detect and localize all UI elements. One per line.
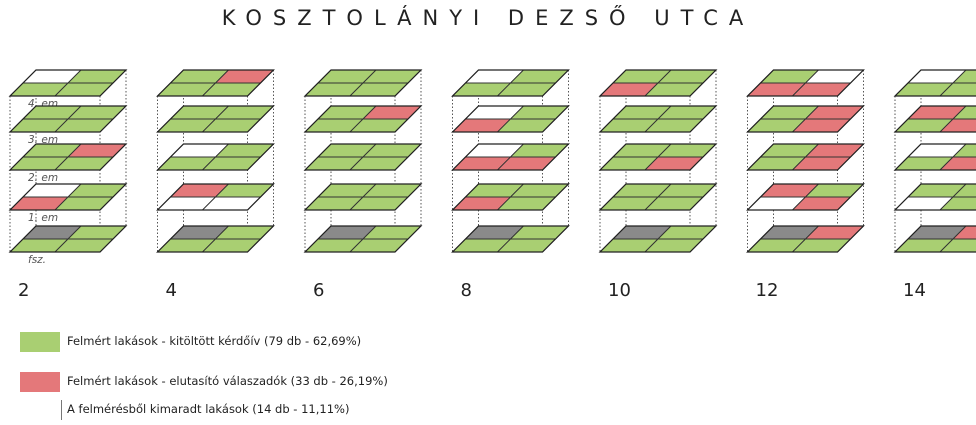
building-number: 6 [313, 280, 324, 301]
building-number: 14 [903, 280, 926, 301]
floor-label: 1. em [28, 212, 58, 224]
floor-slab [893, 183, 976, 211]
building-number: 12 [756, 280, 779, 301]
floor-label: fsz. [28, 254, 46, 266]
legend-swatch-surveyed [20, 332, 60, 352]
building-number: 10 [608, 280, 631, 301]
floor-slab [893, 105, 976, 133]
apartment-cell [951, 105, 976, 120]
floor-slab [8, 143, 128, 171]
legend-swatch-omitted [61, 400, 62, 420]
floor-slab [598, 183, 718, 211]
floor-slab [746, 225, 865, 253]
apartment-cell [951, 143, 976, 158]
floor-slab [746, 183, 865, 211]
floor-slab [451, 225, 570, 253]
legend-label-refused: Felmért lakások - elutasító válaszadók (… [67, 374, 388, 388]
floor-slab [451, 183, 570, 211]
apartment-cell [951, 183, 976, 198]
floor-slab [746, 143, 865, 171]
apartment-cell [938, 118, 976, 133]
floor-slab [746, 105, 865, 133]
legend-label-surveyed: Felmért lakások - kitöltött kérdőív (79 … [67, 334, 362, 348]
floor-slab [303, 69, 423, 97]
floor-slab [303, 105, 423, 133]
floor-slab [598, 105, 718, 133]
floor-slab [8, 225, 128, 253]
apartment-cell [938, 238, 976, 253]
floor-label: 2. em [28, 172, 58, 184]
floor-slab [8, 183, 128, 211]
floor-slab [451, 69, 570, 97]
building-number: 4 [166, 280, 177, 301]
apartment-cell [938, 196, 976, 211]
apartment-cell [951, 69, 976, 84]
floor-slab [893, 225, 976, 253]
floor-slab [598, 225, 718, 253]
floor-slab [156, 69, 275, 97]
floor-slab [598, 69, 718, 97]
floor-slab [8, 105, 128, 133]
floor-slab [451, 105, 570, 133]
floor-slab [303, 225, 423, 253]
diagram-title: KOSZTOLÁNYI DEZSŐ UTCA [221, 6, 755, 30]
floor-slab [156, 143, 275, 171]
floor-slab [893, 143, 976, 171]
floor-slab [8, 69, 128, 97]
floor-label: 3. em [28, 134, 58, 146]
apartment-cell [951, 225, 976, 240]
legend-label-omitted: A felmérésből kimaradt lakások (14 db - … [67, 402, 350, 416]
floor-slab [746, 69, 865, 97]
apartment-cell [938, 156, 976, 171]
floor-slab [156, 225, 275, 253]
apartment-cell [938, 82, 976, 97]
floor-slab [303, 183, 423, 211]
building-number: 2 [18, 280, 29, 301]
floor-slab [303, 143, 423, 171]
floor-slab [893, 69, 976, 97]
building-number: 8 [461, 280, 472, 301]
floor-slab [598, 143, 718, 171]
floor-slab [451, 143, 570, 171]
floor-slab [156, 183, 275, 211]
legend-swatch-refused [20, 372, 60, 392]
floor-slab [156, 105, 275, 133]
